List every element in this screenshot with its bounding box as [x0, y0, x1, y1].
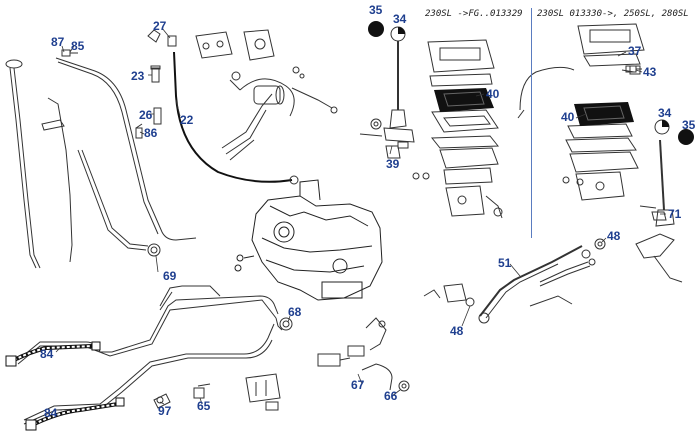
part-label-87[interactable]: 87 — [51, 35, 65, 49]
cooler-line-upper — [17, 285, 283, 365]
knob-35-right — [678, 129, 694, 145]
part-label-68[interactable]: 68 — [288, 305, 302, 319]
header-left: 230SL ->FG..013329 — [425, 9, 523, 19]
part-label-34-left[interactable]: 34 — [393, 12, 407, 26]
part-label-27[interactable]: 27 — [153, 19, 167, 33]
bolt-86 — [135, 123, 143, 139]
part-label-37[interactable]: 37 — [628, 44, 642, 58]
part-label-65[interactable]: 65 — [197, 399, 211, 413]
selector-cable — [517, 66, 575, 119]
bolt-43 — [625, 65, 642, 73]
part-label-69[interactable]: 69 — [163, 269, 177, 283]
part-label-67[interactable]: 67 — [351, 378, 365, 392]
hose-84-lower — [25, 397, 125, 431]
part-label-51[interactable]: 51 — [498, 256, 512, 270]
part-label-66[interactable]: 66 — [384, 389, 398, 403]
part-label-85[interactable]: 85 — [71, 39, 85, 53]
bracket-39 — [385, 145, 401, 159]
boot-40-left — [434, 88, 494, 112]
wire-harness — [221, 71, 295, 161]
fitting-66 — [361, 363, 410, 392]
part-label-26[interactable]: 26 — [139, 108, 153, 122]
hose-84-upper — [5, 341, 101, 367]
boot-40-right — [574, 102, 634, 126]
pivot-bracket-48 — [423, 283, 475, 307]
sleeve-23 — [150, 65, 161, 83]
part-label-23[interactable]: 23 — [131, 69, 145, 83]
clip-27 — [147, 29, 177, 47]
washer-48-right — [594, 238, 606, 250]
part-label-35-left[interactable]: 35 — [369, 3, 383, 17]
cable-22 — [173, 51, 299, 185]
part-label-48-right[interactable]: 48 — [607, 229, 621, 243]
sleeve-26 — [153, 107, 162, 125]
part-label-34-right[interactable]: 34 — [658, 106, 672, 120]
modulator-67 — [317, 317, 387, 367]
part-label-35-right[interactable]: 35 — [682, 118, 696, 132]
cooler-line-lower — [23, 323, 275, 425]
pipe-69 — [77, 149, 161, 257]
fitting-97 — [153, 393, 171, 409]
part-label-97[interactable]: 97 — [158, 404, 172, 418]
shift-lever-left — [359, 40, 415, 149]
console-stack-left — [412, 39, 503, 219]
linkage-rod — [291, 66, 338, 114]
clip-85 — [61, 49, 78, 57]
mount-bracket — [195, 29, 275, 61]
linkage-51 — [478, 245, 596, 324]
part-label-84-upper[interactable]: 84 — [40, 347, 54, 361]
knob-35-left — [368, 21, 384, 37]
variant-divider — [531, 8, 532, 238]
clip-71 — [651, 211, 667, 221]
part-label-43[interactable]: 43 — [643, 65, 657, 79]
part-label-84-lower[interactable]: 84 — [44, 406, 58, 420]
dipstick-tube — [5, 59, 41, 269]
part-label-71[interactable]: 71 — [668, 207, 682, 221]
bracket-bottom — [245, 373, 281, 411]
fitting-65 — [193, 383, 211, 399]
header-right: 230SL 013330->, 250SL, 280SL — [537, 9, 689, 19]
part-label-40-right[interactable]: 40 — [561, 110, 575, 124]
knob-34-right — [654, 119, 670, 135]
dipstick — [41, 97, 73, 263]
part-label-86[interactable]: 86 — [144, 126, 158, 140]
part-label-48-left[interactable]: 48 — [450, 324, 464, 338]
transmission-body — [234, 179, 383, 301]
knob-34-left — [390, 26, 406, 42]
shift-lever-right — [635, 139, 683, 283]
vent-line — [55, 57, 197, 241]
leader-lines — [55, 27, 666, 411]
fitting-68 — [279, 317, 293, 331]
part-label-40-left[interactable]: 40 — [486, 87, 500, 101]
part-label-22[interactable]: 22 — [180, 113, 194, 127]
part-label-39[interactable]: 39 — [386, 157, 400, 171]
